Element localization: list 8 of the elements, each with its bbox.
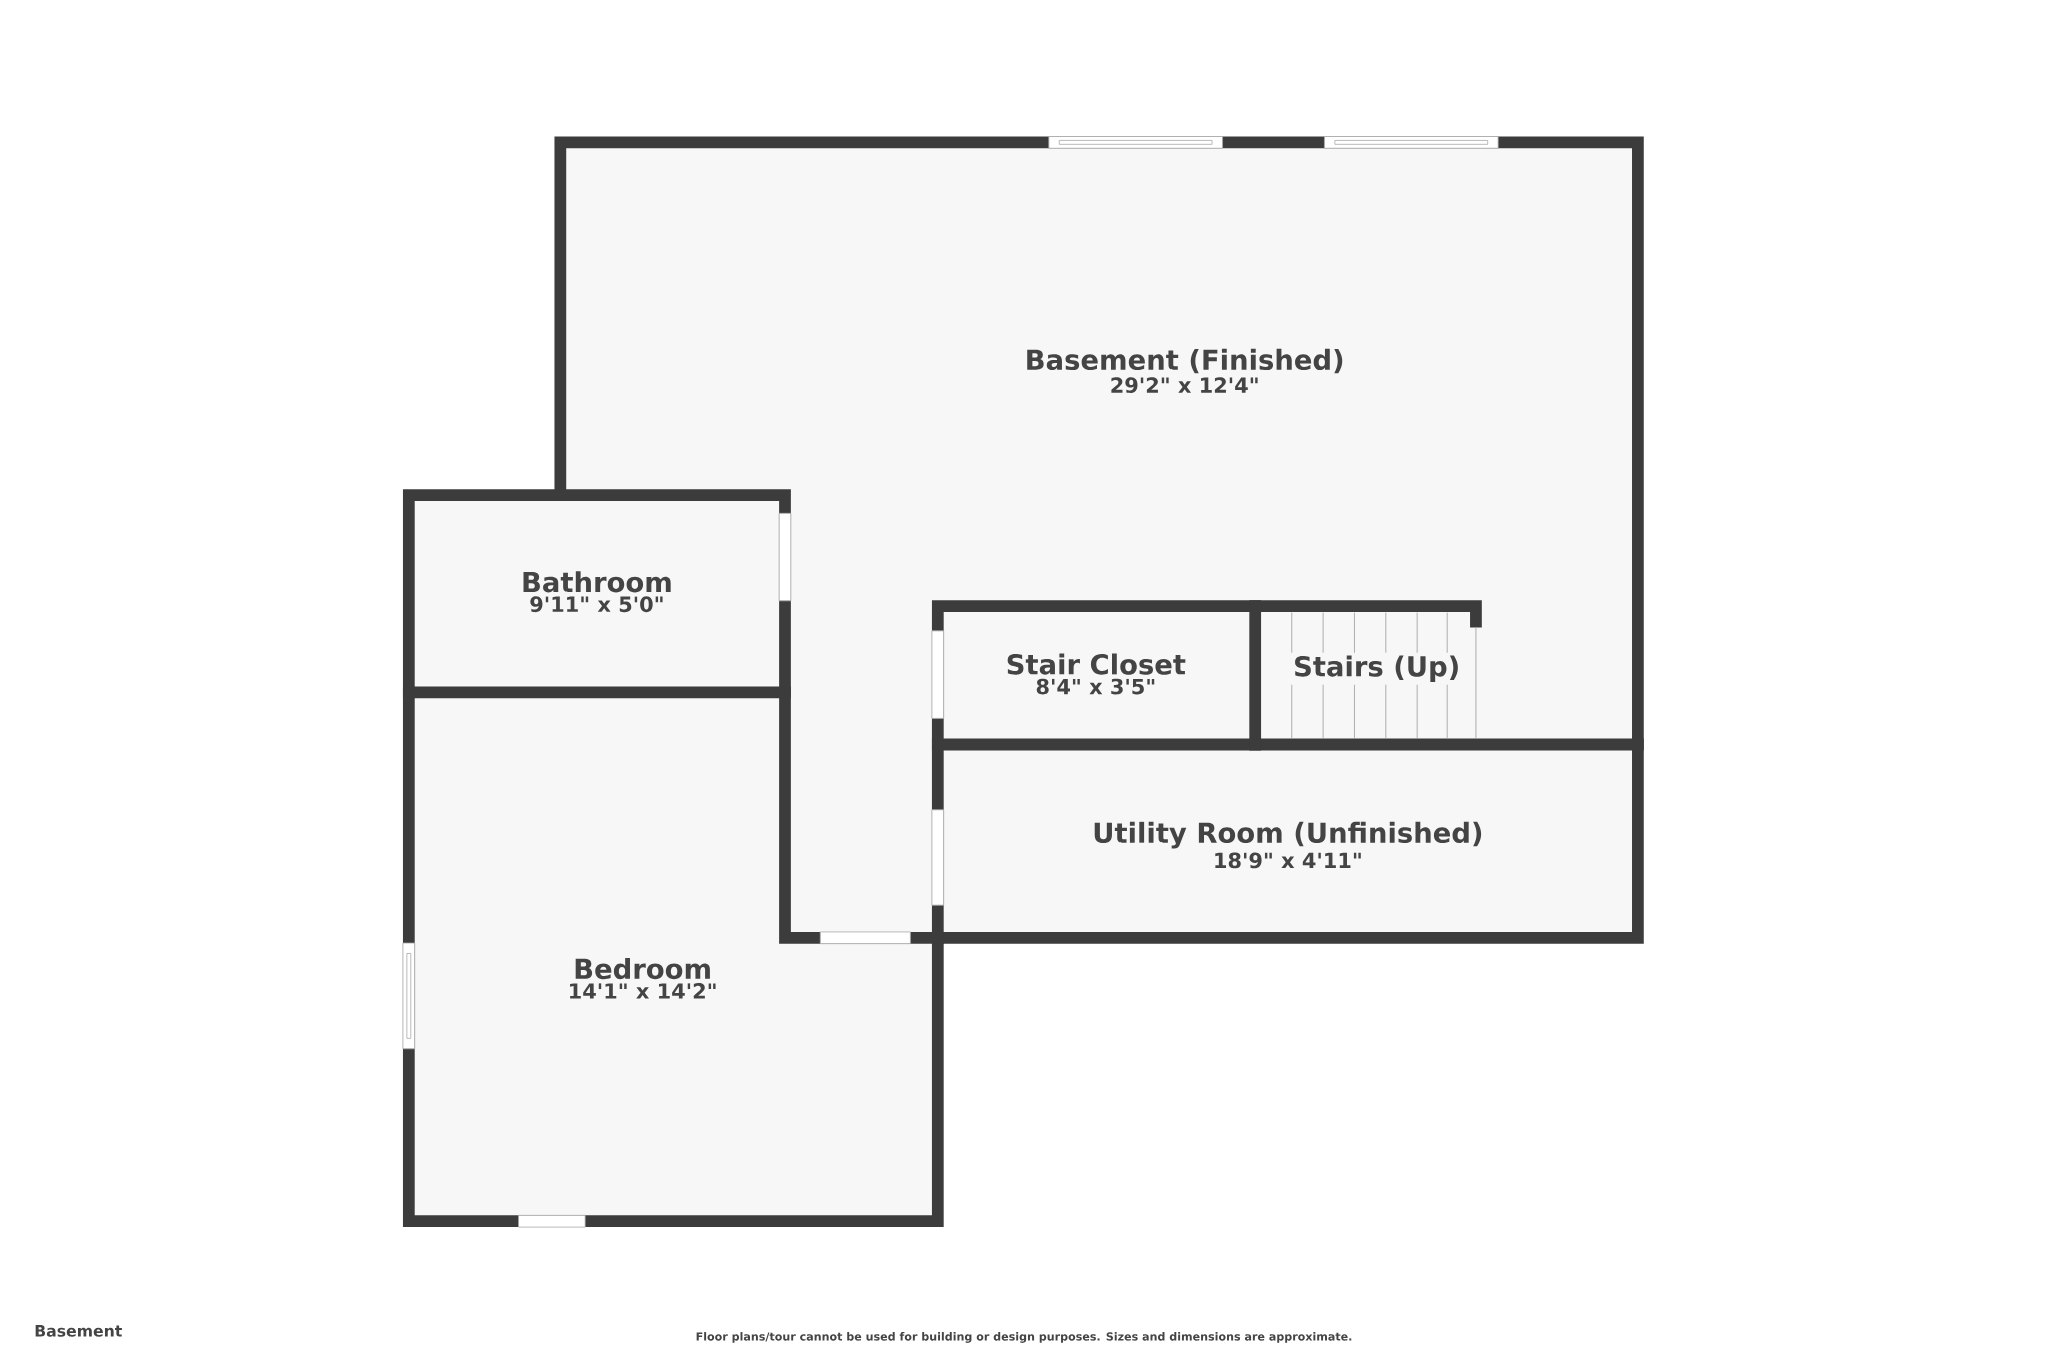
room-label: Bathroom 9'11" x 5'0": [518, 568, 676, 615]
room-label: Bedroom 14'1" x 14'2": [565, 955, 721, 1002]
room-label: Stair Closet 8'4" x 3'5": [1003, 650, 1189, 698]
disclaimer-note: Floor plans/tour cannot be used for building or design purposes. Sizes and dimensions are approximate.: [696, 1332, 1352, 1343]
room-label: Utility Room (Unfinished) 18'9" x 4'11": [1089, 819, 1487, 871]
floor-name: Basement: [35, 1325, 122, 1337]
room-label: Basement (Finished) 29'2" x 12'4": [1022, 346, 1348, 396]
room-label: Stairs (Up): [1290, 652, 1463, 685]
